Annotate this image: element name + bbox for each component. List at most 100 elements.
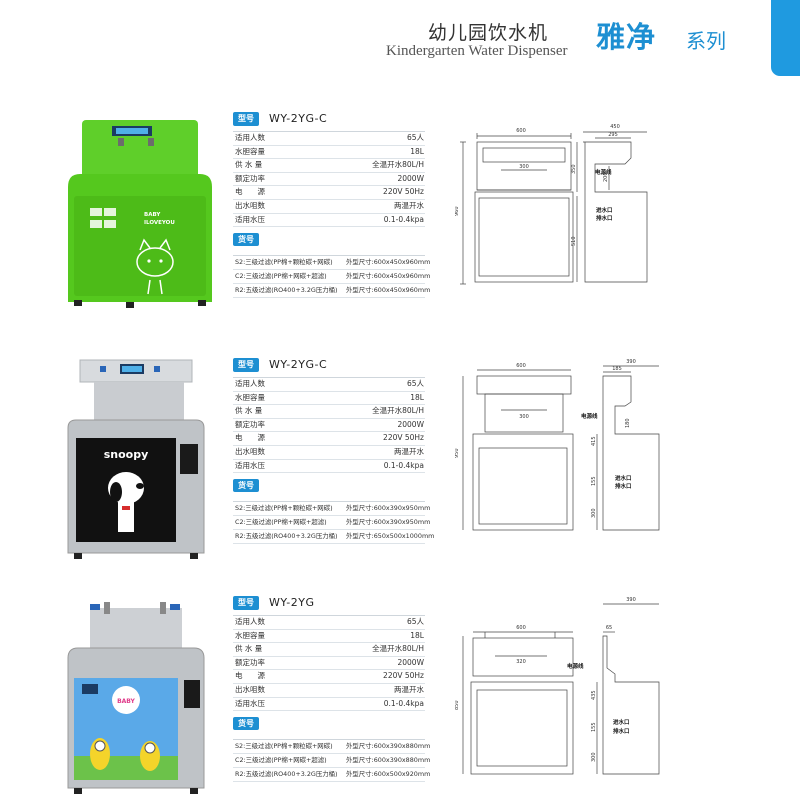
svg-text:600: 600 <box>516 625 526 631</box>
svg-text:进水口: 进水口 <box>615 474 632 482</box>
model-number: WY-2YG-C <box>269 112 328 125</box>
photo-text-snoopy: snoopy <box>104 448 149 461</box>
spec-row: 供 水 量全温开水80L/H <box>233 159 425 173</box>
svg-text:155: 155 <box>591 476 597 486</box>
spec-row: 出水咀数两温开水 <box>233 200 425 214</box>
product-photo-snoopy: snoopy <box>67 359 205 559</box>
model-tag: 型号 <box>233 358 259 372</box>
svg-text:排水口: 排水口 <box>615 482 632 490</box>
svg-text:电源线: 电源线 <box>567 662 584 670</box>
photo-text-iloveyou: ILOVEYOU <box>144 220 175 226</box>
filter-row: C2:三级过滤(PP棉+网碳+超滤)外型尺寸:600x450x960mm <box>233 270 430 284</box>
filter-row: R2:五级过滤(RO400+3.2G压力桶)外型尺寸:600x500x920mm <box>233 768 430 782</box>
svg-text:415: 415 <box>591 436 597 446</box>
svg-text:排水口: 排水口 <box>613 727 630 735</box>
model-tag: 型号 <box>233 112 259 126</box>
svg-text:950: 950 <box>455 448 460 458</box>
svg-text:390: 390 <box>626 597 636 603</box>
photo-text-baby: BABY <box>144 212 161 218</box>
svg-text:电源线: 电源线 <box>595 168 612 176</box>
code-tag: 货号 <box>233 479 259 493</box>
model-number: WY-2YG-C <box>269 358 328 371</box>
svg-text:960: 960 <box>455 206 460 216</box>
svg-text:435: 435 <box>591 690 597 700</box>
filter-row: R2:五级过滤(RO400+3.2G压力桶)外型尺寸:600x450x960mm <box>233 284 430 298</box>
svg-text:300: 300 <box>591 508 597 518</box>
photo-text-baby: BABY <box>117 698 135 705</box>
page-subtitle: Kindergarten Water Dispenser <box>386 43 568 59</box>
filter-row: S2:三级过滤(PP棉+颗粒碳+网碳)外型尺寸:600x390x880mm <box>233 740 430 754</box>
svg-text:300: 300 <box>519 414 529 420</box>
corner-tab <box>771 0 800 76</box>
page-title: 幼儿园饮水机 <box>428 22 549 44</box>
spec-row: 出水咀数两温开水 <box>233 684 425 698</box>
svg-text:200: 200 <box>603 172 609 182</box>
svg-text:65: 65 <box>606 625 612 631</box>
filter-list: S2:三级过滤(PP棉+颗粒碳+网碳)外型尺寸:600x390x880mm C2… <box>233 739 430 782</box>
series-suffix: 系列 <box>686 29 726 53</box>
filter-row: S2:三级过滤(PP棉+颗粒碳+网碳)外型尺寸:600x450x960mm <box>233 256 430 270</box>
svg-text:450: 450 <box>610 124 620 130</box>
filter-list: S2:三级过滤(PP棉+颗粒碳+网碳)外型尺寸:600x390x950mm C2… <box>233 501 434 544</box>
code-tag: 货号 <box>233 717 259 731</box>
svg-text:155: 155 <box>591 722 597 732</box>
dimension-drawing-1: 600 300 960 450 295 200 350 510 电源线 进水口 … <box>455 124 648 285</box>
filter-row: S2:三级过滤(PP棉+颗粒碳+网碳)外型尺寸:600x390x950mm <box>233 502 430 516</box>
svg-text:排水口: 排水口 <box>596 214 613 222</box>
svg-text:185: 185 <box>612 366 622 372</box>
svg-text:295: 295 <box>608 132 618 138</box>
svg-text:300: 300 <box>591 752 597 762</box>
svg-text:510: 510 <box>571 236 577 246</box>
filter-row: C2:三级过滤(PP棉+网碳+超滤)外型尺寸:600x390x950mm <box>233 516 430 530</box>
svg-text:300: 300 <box>519 164 529 170</box>
dimension-drawing-3: 600 320 850 390 65 435 155 300 电源线 进水口 排… <box>455 597 660 775</box>
filter-row: R2:五级过滤(RO400+3.2G压力桶)外型尺寸:650x500x1000m… <box>233 530 434 544</box>
svg-text:600: 600 <box>516 128 526 134</box>
svg-text:390: 390 <box>626 359 636 365</box>
spec-row: 供 水 量全温开水80L/H <box>233 405 425 419</box>
filter-row: C2:三级过滤(PP棉+网碳+超滤)外型尺寸:600x390x880mm <box>233 754 430 768</box>
model-tag: 型号 <box>233 596 259 610</box>
svg-text:进水口: 进水口 <box>596 206 613 214</box>
svg-text:350: 350 <box>571 164 577 174</box>
product-photo-minion: BABY <box>67 602 205 794</box>
svg-text:180: 180 <box>625 418 631 428</box>
series-name: 雅净 <box>596 20 657 54</box>
product-photo-green: BABY ILOVEYOU <box>68 120 212 308</box>
dimension-drawing-2: 600 300 950 390 185 180 415 155 300 电源线 … <box>455 359 660 531</box>
code-tag: 货号 <box>233 233 259 247</box>
svg-text:600: 600 <box>516 363 526 369</box>
svg-text:进水口: 进水口 <box>613 718 630 726</box>
svg-text:电源线: 电源线 <box>581 412 598 420</box>
spec-row: 出水咀数两温开水 <box>233 446 425 460</box>
svg-text:320: 320 <box>516 659 526 665</box>
spec-row: 供 水 量全温开水80L/H <box>233 643 425 657</box>
filter-list: S2:三级过滤(PP棉+颗粒碳+网碳)外型尺寸:600x450x960mm C2… <box>233 255 430 298</box>
model-number: WY-2YG <box>269 596 315 609</box>
